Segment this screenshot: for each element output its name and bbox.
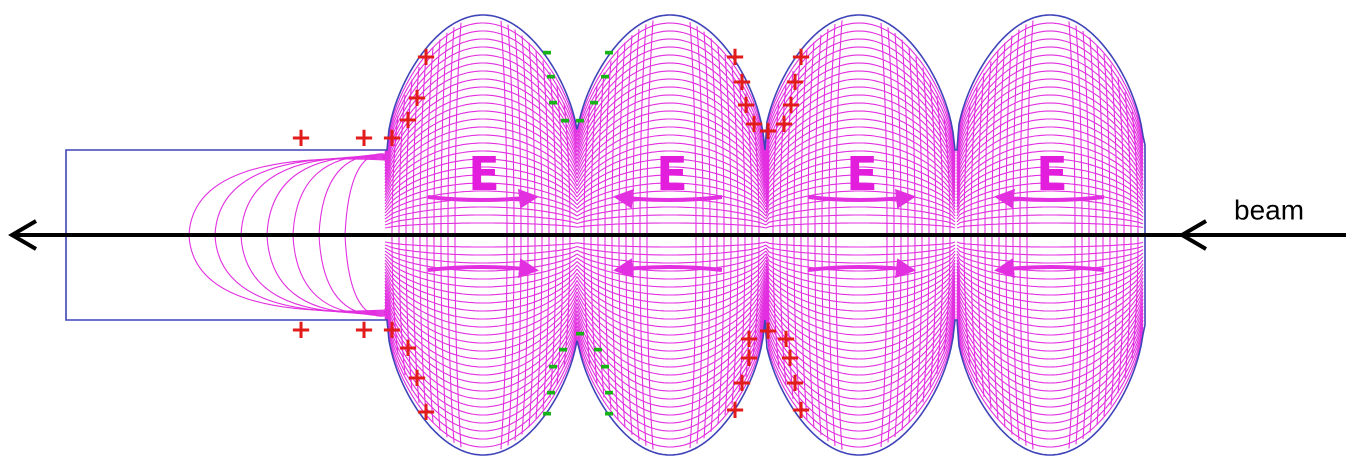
negative-charge: - (560, 105, 571, 135)
field-lines (188, 20, 1144, 450)
positive-charge: + (790, 42, 812, 72)
negative-charge: - (542, 398, 553, 428)
beam-entry-arrowhead (1178, 219, 1208, 251)
negative-charge: - (542, 37, 553, 67)
negative-charge: - (600, 61, 611, 91)
negative-charge: - (558, 334, 569, 364)
negative-charge: - (575, 105, 586, 135)
negative-charge: - (604, 377, 615, 407)
field-label-cell-1: E (468, 147, 499, 201)
negative-charge: - (546, 61, 557, 91)
field-arrow-cell-1-upper (427, 188, 539, 209)
positive-charge: + (773, 109, 795, 139)
field-arrow-cell-3-lower (807, 258, 916, 279)
positive-charge: + (353, 123, 375, 153)
positive-charge: + (757, 316, 779, 346)
negative-charge: - (593, 334, 604, 364)
positive-charge: + (724, 42, 746, 72)
positive-charge: + (415, 42, 437, 72)
negative-charge: - (604, 37, 615, 67)
cavity-outline (65, 14, 1146, 456)
negative-charge: - (600, 351, 611, 381)
field-arrow-cell-1-lower (427, 258, 539, 279)
positive-charge: + (784, 368, 806, 398)
field-labels: E E E E (468, 147, 1067, 201)
positive-charge: + (738, 324, 760, 354)
positive-charge: + (415, 397, 437, 427)
positive-charge: + (735, 90, 757, 120)
negative-charge: - (546, 377, 557, 407)
beam-axis (8, 219, 1346, 251)
negative-charge: - (604, 398, 615, 428)
negative-charge: - (548, 87, 559, 117)
negative-charge: - (589, 87, 600, 117)
beam-exit-arrowhead (8, 219, 38, 251)
positive-charge: + (397, 105, 419, 135)
positive-charge: + (353, 315, 375, 345)
field-arrow-cell-4-upper (994, 188, 1105, 209)
positive-charge: + (784, 67, 806, 97)
positive-charge: + (290, 315, 312, 345)
field-label-cell-4: E (1036, 147, 1067, 201)
positive-charge: + (738, 343, 760, 373)
positive-charge: + (290, 123, 312, 153)
positive-charge: + (779, 343, 801, 373)
positive-charge: + (406, 363, 428, 393)
positive-charge: + (406, 83, 428, 113)
field-arrows (427, 188, 1105, 279)
positive-charge: + (757, 116, 779, 146)
field-arrow-cell-4-lower (994, 258, 1105, 279)
field-arrow-cell-2-lower (613, 258, 723, 279)
surface-charges: ++++++++++++++++++++++++++++++----------… (290, 37, 812, 428)
positive-charge: + (790, 395, 812, 425)
beam-label: beam (1234, 195, 1304, 226)
positive-charge: + (780, 90, 802, 120)
positive-charge: + (397, 333, 419, 363)
field-arrow-cell-2-upper (613, 188, 723, 209)
positive-charge: + (724, 395, 746, 425)
positive-charge: + (381, 123, 403, 153)
field-label-cell-2: E (656, 147, 687, 201)
negative-charge: - (575, 318, 586, 348)
positive-charge: + (731, 67, 753, 97)
positive-charge: + (731, 368, 753, 398)
positive-charge: + (381, 315, 403, 345)
positive-charge: + (775, 324, 797, 354)
field-label-cell-3: E (846, 147, 877, 201)
positive-charge: + (743, 109, 765, 139)
field-arrow-cell-3-upper (807, 188, 916, 209)
negative-charge: - (548, 351, 559, 381)
